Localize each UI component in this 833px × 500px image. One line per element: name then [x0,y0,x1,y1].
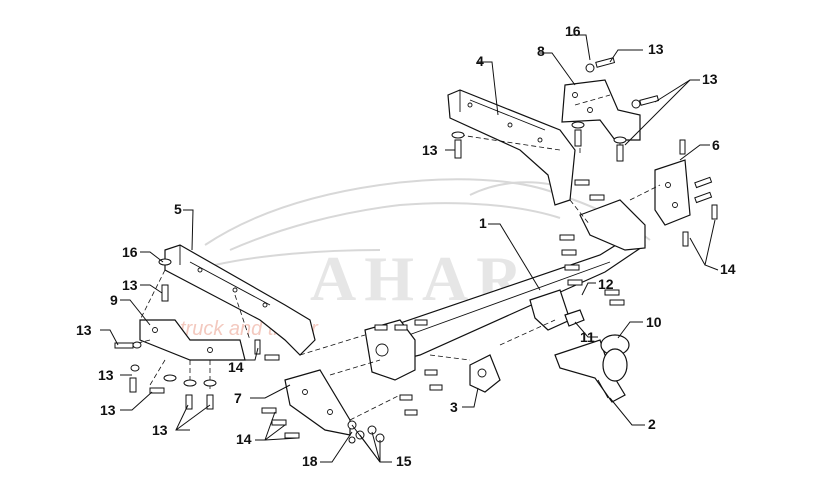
callout-15: 15 [396,453,412,469]
assembly-guide-lines [129,94,661,421]
callout-11: 11 [580,329,595,345]
callout-1: 1 [479,215,487,231]
callout-6: 6 [712,137,720,153]
callout-13-left-d: 13 [100,402,116,418]
part-3-socket-bracket [469,354,501,393]
callout-13-bottom-left: 13 [152,422,168,438]
callout-5: 5 [174,201,182,217]
callout-16-top: 16 [565,23,581,39]
callout-7: 7 [234,390,242,406]
part-4-right-long-bracket [447,89,576,206]
part-5-left-long-bracket [164,244,316,356]
callout-14-bottom: 14 [236,431,252,447]
callout-labels: 4 8 16 13 13 13 6 14 1 5 16 13 9 13 13 1… [76,23,736,469]
leader-lines [100,34,719,463]
callout-13-right: 13 [702,71,718,87]
callout-13-left-b: 13 [76,322,92,338]
callout-16-left: 16 [122,244,138,260]
callout-13-left-a: 13 [122,277,138,293]
part-6-right-side-plate [654,159,691,226]
callout-8: 8 [537,43,545,59]
fasteners [114,57,718,444]
callout-13-left-c: 13 [98,367,114,383]
part-1-main-crossbeam [364,199,646,381]
callout-9: 9 [110,292,118,308]
part-7-lower-side-plate [284,369,351,436]
callout-3: 3 [450,399,458,415]
part-11-pin [564,309,585,327]
callout-18: 18 [302,453,318,469]
callout-14-right: 14 [720,261,736,277]
callout-13-upper-left: 13 [422,142,438,158]
part-10-tow-ball [600,334,630,382]
callout-2: 2 [648,416,656,432]
part-8-right-plate [561,79,641,141]
callout-10: 10 [646,314,662,330]
part-9-left-plate [139,319,246,361]
callout-4: 4 [476,53,484,69]
callout-14-left: 14 [228,359,244,375]
callout-13-top-right: 13 [648,41,664,57]
callout-12: 12 [598,276,614,292]
